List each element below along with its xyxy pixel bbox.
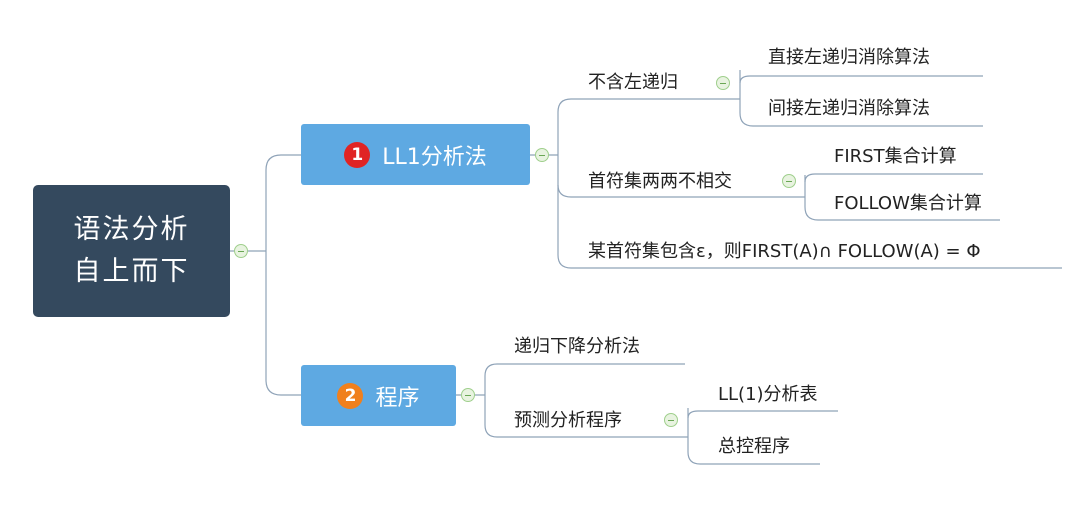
branch-program-label: 程序 — [375, 385, 420, 411]
node-indirect-left-recursion[interactable]: 间接左递归消除算法 — [768, 98, 930, 119]
node-no-left-recursion[interactable]: 不含左递归 — [588, 72, 678, 93]
collapse-icon[interactable] — [234, 244, 248, 258]
node-recursive-descent[interactable]: 递归下降分析法 — [514, 336, 640, 357]
collapse-icon[interactable] — [782, 174, 796, 188]
number-one-icon: 1 — [344, 141, 371, 168]
node-follow-set-calc[interactable]: FOLLOW集合计算 — [834, 193, 982, 214]
branch-program[interactable]: 2 程序 — [301, 365, 456, 426]
number-two-icon: 2 — [337, 382, 364, 409]
node-ll1-table[interactable]: LL(1)分析表 — [718, 384, 818, 405]
node-direct-left-recursion[interactable]: 直接左递归消除算法 — [768, 47, 930, 68]
node-first-sets-disjoint[interactable]: 首符集两两不相交 — [588, 171, 732, 192]
collapse-icon[interactable] — [716, 76, 730, 90]
root-node[interactable]: 语法分析 自上而下 — [33, 185, 230, 317]
root-title-line1: 语法分析 — [73, 214, 190, 245]
branch-ll1-label: LL1分析法 — [382, 144, 487, 170]
node-master-control[interactable]: 总控程序 — [718, 436, 790, 457]
node-predictive-parser[interactable]: 预测分析程序 — [514, 410, 622, 431]
collapse-icon[interactable] — [664, 413, 678, 427]
collapse-icon[interactable] — [461, 388, 475, 402]
collapse-icon[interactable] — [535, 148, 549, 162]
node-epsilon-rule[interactable]: 某首符集包含ε，则FIRST(A)∩ FOLLOW(A) = Φ — [588, 241, 981, 262]
root-title-line2: 自上而下 — [73, 256, 190, 287]
branch-ll1[interactable]: 1 LL1分析法 — [301, 124, 530, 185]
node-first-set-calc[interactable]: FIRST集合计算 — [834, 146, 957, 167]
